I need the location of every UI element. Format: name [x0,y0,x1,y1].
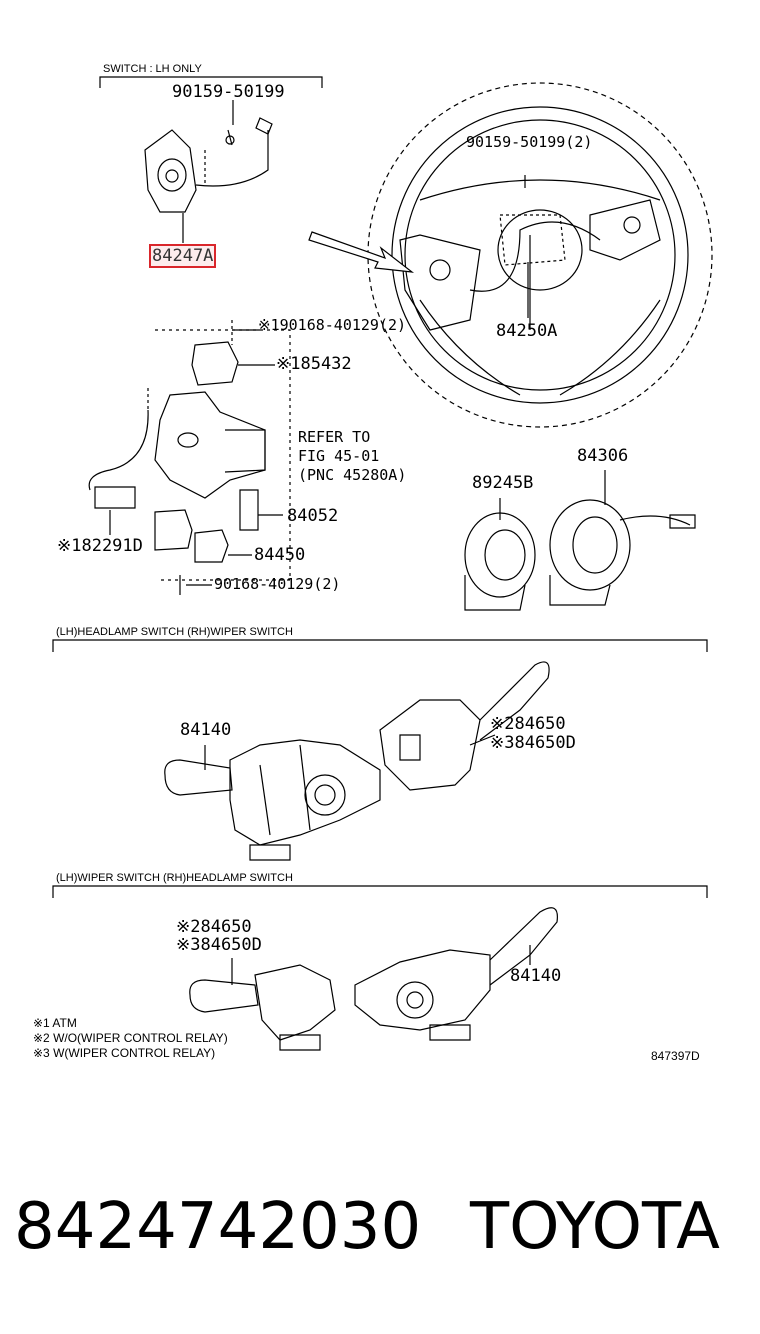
callout-84306[interactable]: 84306 [577,446,629,466]
note-1: ※1 ATM [33,1016,77,1030]
switch-84247a-drawing [145,100,272,243]
section-bracket-mid [53,640,707,652]
callout-84650-lower[interactable]: ※284650 [176,917,252,937]
section-title-lh-headlamp: (LH)HEADLAMP SWITCH (RH)WIPER SWITCH [56,626,293,638]
callout-84450[interactable]: 84450 [254,545,306,565]
figure-code: 847397D [651,1049,700,1063]
callout-90168-40129-2-lower[interactable]: 90168-40129(2) [214,575,341,593]
callout-84650d-upper[interactable]: ※384650D [490,733,576,753]
callout-84250a[interactable]: 84250A [496,321,558,341]
callout-82291d[interactable]: ※182291D [57,536,143,556]
callout-84650-upper[interactable]: ※284650 [490,714,566,734]
callout-90159-50199-2[interactable]: 90159-50199(2) [466,133,593,151]
clock-spring-drawing [465,500,695,610]
section-title-lh-wiper: (LH)WIPER SWITCH (RH)HEADLAMP SWITCH [56,872,293,884]
combination-switch-drawing [89,320,290,595]
note-2: ※2 W/O(WIPER CONTROL RELAY) [33,1031,228,1045]
part-number: 8424742030 [14,1190,422,1264]
leader-lines [110,262,605,985]
lever-switch-assembly-1 [165,662,549,860]
callout-90168-40129-2-upper[interactable]: ※190168-40129(2) [258,316,407,334]
brand-name: TOYOTA [470,1190,720,1264]
highlight-box[interactable]: 84247A [148,244,217,268]
callout-84140-upper[interactable]: 84140 [180,720,232,740]
callout-84140-lower[interactable]: 84140 [510,966,562,986]
callout-90159-50199[interactable]: 90159-50199 [172,82,285,102]
section-bracket-top [100,77,322,88]
callout-84650d-lower[interactable]: ※384650D [176,935,262,955]
callout-84052[interactable]: 84052 [287,506,339,526]
section-bracket-low [53,886,707,898]
refer-text-line2: FIG 45-01 [298,447,380,465]
note-3: ※3 W(WIPER CONTROL RELAY) [33,1046,216,1060]
lever-switch-assembly-2 [190,908,558,1050]
refer-text-line3: (PNC 45280A) [298,466,407,484]
refer-text-line1: REFER TO [298,428,371,446]
parts-diagram: SWITCH : LH ONLY (LH)HEADLAMP SWITCH (RH… [0,0,760,1100]
steering-wheel-drawing [309,83,712,427]
callout-84247a-highlighted[interactable]: 84247A [148,244,217,268]
callout-89245b[interactable]: 89245B [472,473,534,493]
section-title-switch-lh-only: SWITCH : LH ONLY [103,63,202,75]
diagram-drawing [0,0,760,1100]
callout-85432[interactable]: ※185432 [276,354,352,374]
